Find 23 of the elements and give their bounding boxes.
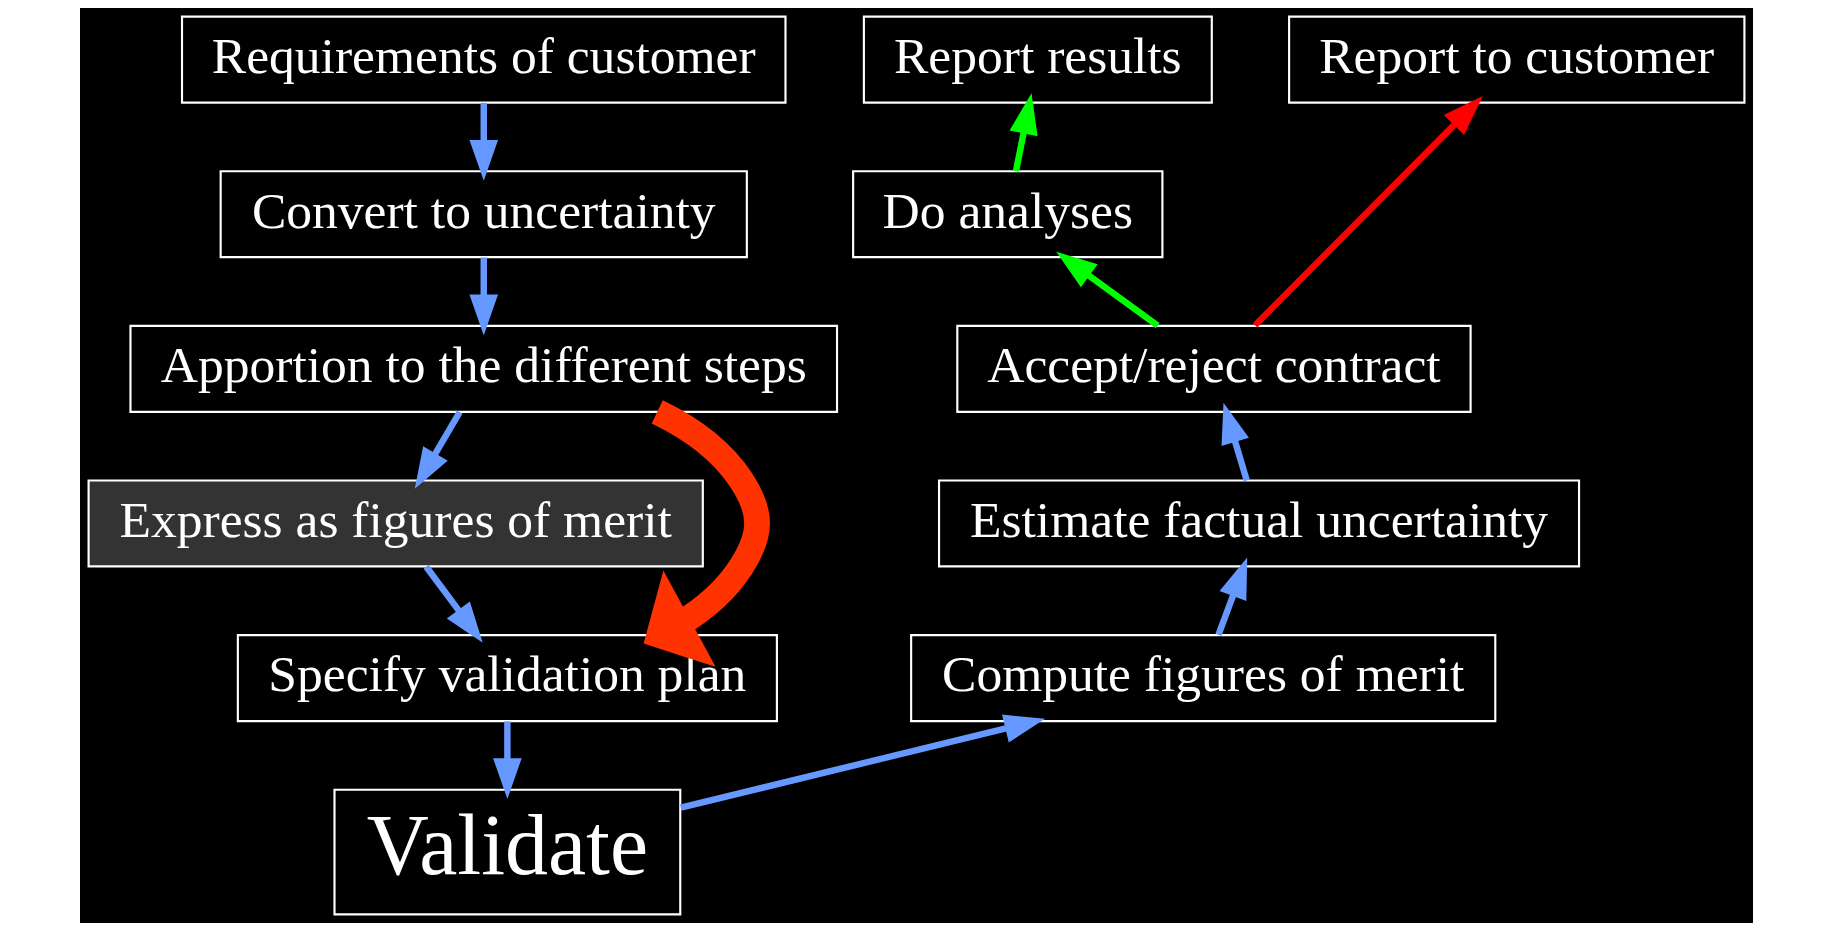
- arrow: [492, 721, 522, 800]
- node-box: Compute figures of merit: [909, 634, 1496, 723]
- node-box: Estimate factual uncertainty: [937, 479, 1580, 568]
- node-box: Accept/reject contract: [955, 324, 1472, 413]
- node-box: Do analyses: [851, 170, 1163, 259]
- arrow: [1008, 93, 1038, 172]
- arrow: [423, 564, 483, 643]
- node-box: Validate: [332, 788, 681, 916]
- node-box: Apportion to the different steps: [128, 324, 838, 413]
- arrow: [1214, 557, 1247, 637]
- arrow: [414, 410, 462, 489]
- node-box: Express as figures of merit: [87, 479, 704, 568]
- arrow: [1055, 251, 1160, 329]
- node-box: Report to customer: [1287, 15, 1745, 104]
- arrow: [468, 102, 498, 181]
- arrow: [679, 714, 1045, 811]
- arrow: [1252, 95, 1483, 328]
- arrow: [468, 257, 498, 336]
- node-box: Convert to uncertainty: [219, 170, 748, 259]
- node-box: Report results: [862, 15, 1213, 104]
- arrow: [1221, 402, 1250, 482]
- node-box: Specify validation plan: [236, 634, 778, 723]
- node-box: Requirements of customer: [180, 15, 787, 104]
